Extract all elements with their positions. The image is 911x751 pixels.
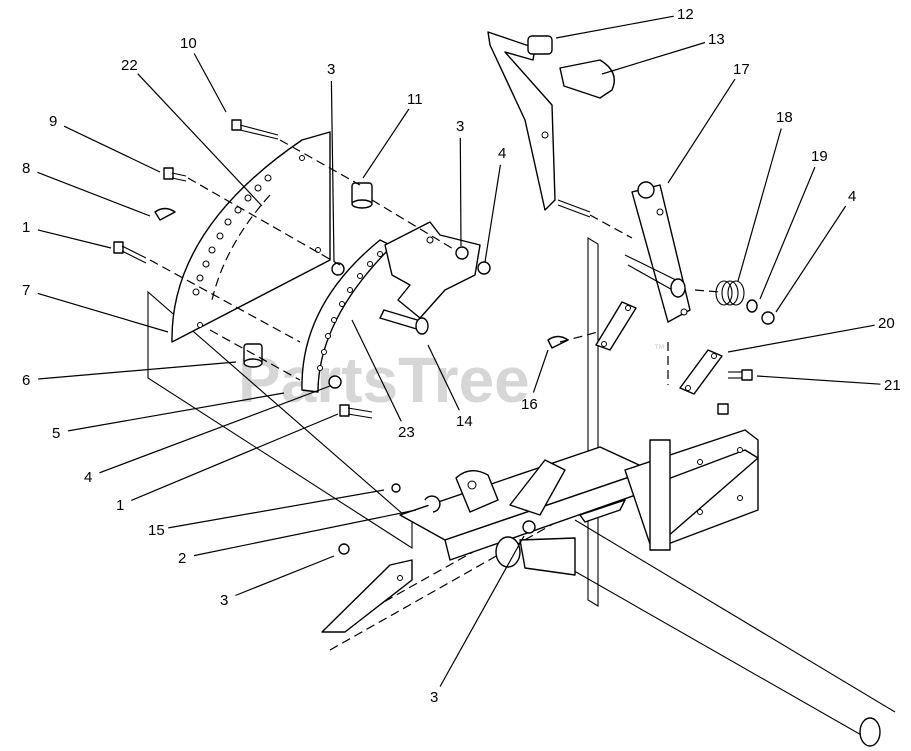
leader-c-14: [427, 344, 460, 411]
callout-c-4c: 4: [84, 469, 92, 486]
callout-c-12: 12: [677, 6, 694, 23]
e-ring-2: [424, 495, 441, 513]
decal-outline: [211, 194, 271, 301]
callout-c-17: 17: [733, 61, 750, 78]
callout-c-14: 14: [456, 413, 473, 430]
cotter-pin-8: [154, 207, 176, 221]
spacer-6: [243, 343, 263, 368]
leader-c-16: [532, 349, 549, 393]
nuts: [328, 246, 775, 555]
assembly-lines: [149, 139, 721, 385]
leader-c-4a: [775, 205, 847, 313]
callout-c-1b: 1: [116, 497, 124, 514]
leader-c-10: [193, 53, 227, 113]
bolt-1-lower: [339, 404, 373, 419]
link-20: [679, 349, 723, 395]
watermark: PartsTree: [238, 344, 530, 416]
callout-c-8: 8: [22, 160, 30, 177]
leader-c-3b: [459, 137, 462, 247]
callout-c-5: 5: [52, 425, 60, 442]
lower-bracket: [321, 559, 413, 633]
callout-c-4a: 4: [848, 188, 856, 205]
callout-c-22: 22: [121, 57, 138, 74]
leader-c-3a: [330, 80, 335, 263]
leader-c-20: [727, 324, 875, 353]
callout-c-3a: 3: [327, 61, 335, 78]
bolt-1-upper: [113, 241, 147, 264]
leader-c-17: [667, 78, 736, 184]
indicator-plate: [301, 239, 393, 393]
callout-c-13: 13: [708, 31, 725, 48]
leader-c-1a: [37, 229, 112, 249]
callout-c-19: 19: [811, 148, 828, 165]
spacer-11: [351, 182, 373, 209]
pedal-pad-13: [559, 59, 615, 99]
leader-c-5: [67, 392, 285, 432]
bolt-9: [163, 167, 187, 182]
pivot-arm: [624, 181, 691, 323]
leader-c-4b: [484, 164, 501, 263]
leader-c-11: [362, 108, 410, 179]
leader-c-23: [351, 319, 402, 422]
callout-c-3c: 3: [220, 592, 228, 609]
callout-c-15: 15: [148, 522, 165, 539]
callout-c-21: 21: [884, 377, 901, 394]
reference-plane-left: [147, 290, 413, 550]
callout-c-6: 6: [22, 372, 30, 389]
spring-18: [715, 280, 745, 306]
callout-c-4b: 4: [498, 145, 506, 162]
callout-c-11: 11: [407, 91, 423, 108]
callout-c-7: 7: [22, 282, 30, 299]
leader-c-18: [737, 128, 782, 282]
leader-c-21: [756, 375, 881, 385]
quadrant-holes: [192, 174, 272, 296]
callout-c-23: 23: [398, 424, 415, 441]
callout-c-10: 10: [180, 35, 197, 52]
leader-c-2: [193, 509, 417, 557]
lever-bracket: [379, 221, 481, 335]
watermark-tm: ™: [654, 343, 665, 355]
leader-c-4c: [99, 385, 331, 474]
leader-c-15: [168, 489, 385, 529]
cotter-pin-16: [547, 335, 569, 349]
callout-c-3b: 3: [456, 118, 464, 135]
callout-c-1a: 1: [22, 219, 30, 236]
leader-c-7: [37, 292, 169, 333]
bolt-10: [231, 119, 279, 140]
leader-c-22: [137, 73, 263, 207]
quadrant-plate: [171, 131, 331, 343]
frame-bracket: [399, 429, 759, 561]
leader-c-19: [759, 166, 816, 300]
leader-c-12: [555, 15, 674, 39]
callout-c-18: 18: [776, 109, 793, 126]
bolt-21: [717, 369, 753, 415]
leader-c-9: [63, 125, 161, 173]
leader-c-3d: [439, 535, 525, 687]
leader-c-13: [601, 41, 706, 75]
reference-plane-right: [587, 237, 599, 607]
leader-c-8: [37, 171, 151, 217]
leader-c-1b: [131, 413, 339, 501]
callout-c-2: 2: [178, 550, 186, 567]
clevis-yoke: [455, 459, 576, 576]
leader-c-3c: [235, 555, 335, 597]
link-upper: [595, 301, 637, 351]
callout-c-9: 9: [49, 113, 57, 130]
main-shaft: [329, 491, 896, 747]
pedal-arm: [487, 31, 591, 218]
callout-c-16: 16: [521, 396, 538, 413]
callout-c-3d: 3: [430, 689, 438, 706]
washer-19: [746, 299, 758, 313]
callout-c-20: 20: [878, 315, 895, 332]
leader-c-6: [38, 361, 237, 380]
